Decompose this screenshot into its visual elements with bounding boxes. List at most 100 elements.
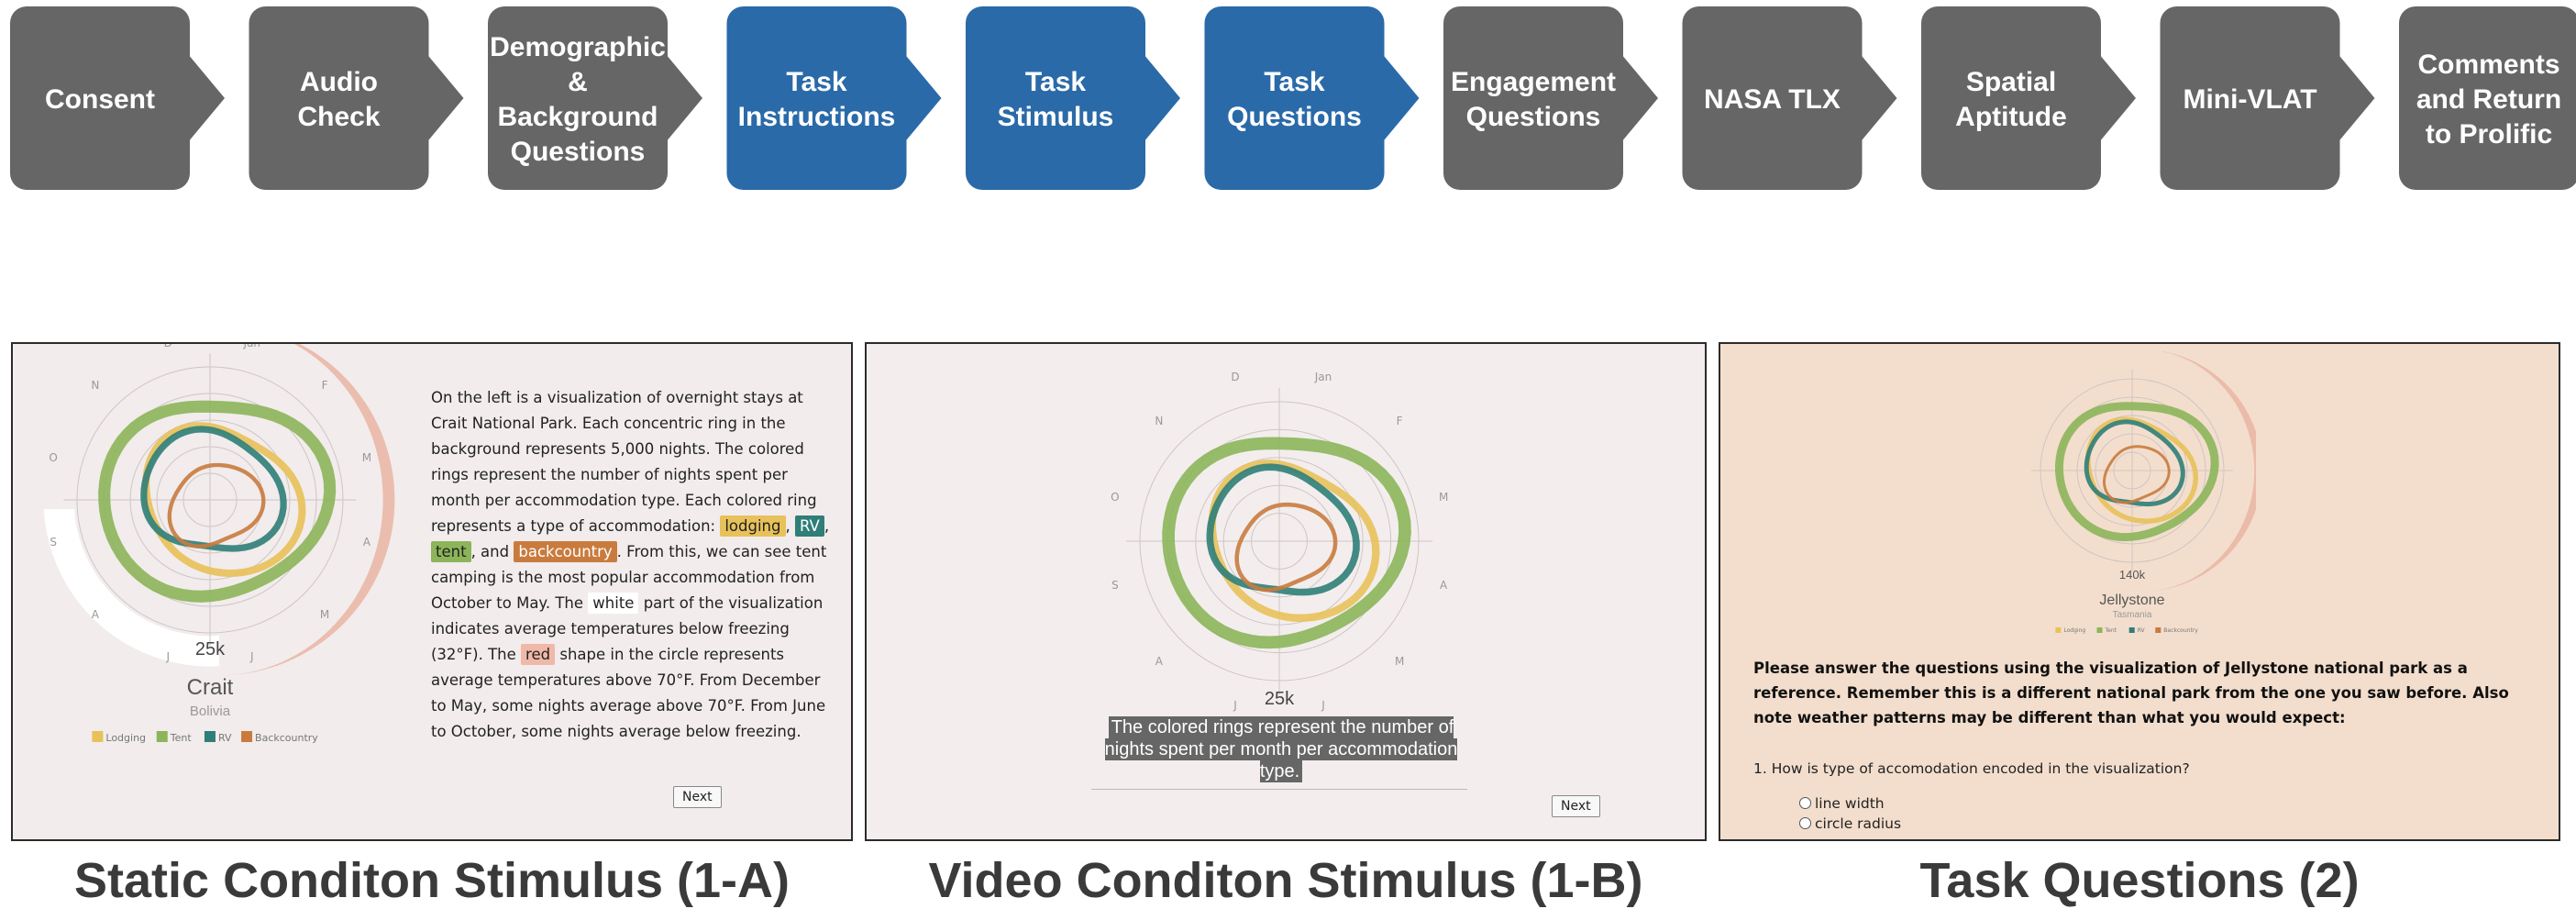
flow-step-box <box>1682 6 1863 190</box>
warm-temperature-shape <box>2141 351 2256 592</box>
instruction-text: On the left is a visualization of overni… <box>431 389 830 740</box>
next-button[interactable]: Next <box>673 786 722 808</box>
legend-label: Lodging <box>2063 627 2085 634</box>
flow-arrow-icon <box>188 54 225 142</box>
park-location: Bolivia <box>190 704 231 719</box>
flow-step-label: Engagement <box>1451 67 1616 97</box>
question-1: 1. How is type of accomodation encoded i… <box>1753 760 2190 777</box>
flow-step-box <box>249 6 429 190</box>
flow-arrow-icon <box>2099 54 2136 142</box>
flow-step: Consent <box>10 6 225 190</box>
backcountry-ring <box>2103 445 2171 504</box>
flow-step-box <box>2399 6 2576 190</box>
rv-ring <box>2084 419 2185 507</box>
flow-step-label: Questions <box>1466 102 1601 132</box>
month-label: D <box>164 344 172 349</box>
question-intro: Please answer the questions using the vi… <box>1753 660 2509 726</box>
month-label: M <box>1395 655 1404 668</box>
radio-icon[interactable] <box>1799 817 1811 829</box>
month-label: N <box>1155 415 1163 427</box>
legend-label: Lodging <box>105 732 146 744</box>
flow-step-label: NASA TLX <box>1704 84 1841 115</box>
backcountry-ring <box>167 462 266 549</box>
legend-swatch <box>2096 627 2103 633</box>
video-progress-line <box>1091 789 1467 790</box>
flow-step: Comments and Return to Prolific <box>2399 6 2576 190</box>
flow-step-box <box>488 6 668 190</box>
option-circle-radius[interactable]: circle radius <box>1799 815 1901 832</box>
next-button[interactable]: Next <box>1552 795 1600 817</box>
ring-value-label: 25k <box>195 639 226 660</box>
flow-step-label: Demographic <box>490 32 666 62</box>
flow-step-label: to Prolific <box>2426 119 2552 150</box>
month-label: O <box>1111 491 1119 504</box>
flow-step-label: Comments <box>2417 50 2559 80</box>
highlight-rv: RV <box>795 515 824 537</box>
month-label: A <box>1155 655 1164 668</box>
backcountry-ring <box>1234 502 1338 593</box>
radial-chart-crait: DJanFMAMJJASON25kCraitBoliviaLodgingTent… <box>43 344 395 744</box>
ring-value-label: 25k <box>1265 689 1295 709</box>
legend-label: RV <box>218 732 232 744</box>
flow-step-label: Task <box>1264 67 1324 97</box>
freezing-temperature-shape <box>43 509 219 667</box>
flow-step-box <box>726 6 907 190</box>
legend-label: Backcountry <box>255 732 318 744</box>
flow-step-label: and Return <box>2416 84 2561 115</box>
tent-ring <box>1162 437 1411 649</box>
flow-arrow-icon <box>426 54 464 142</box>
rv-ring <box>140 426 287 552</box>
flow-step-box <box>966 6 1145 190</box>
flow-step-label: Task <box>786 67 846 97</box>
flow-arrow-icon <box>1144 54 1180 142</box>
flow-step-label: Task <box>1025 67 1086 97</box>
radio-icon[interactable] <box>1799 797 1811 809</box>
flow-step-label: Instructions <box>738 102 896 132</box>
flow-step-label: Spatial <box>1966 67 2056 97</box>
flow-step-box <box>1443 6 1623 190</box>
month-label: N <box>91 379 99 392</box>
flow-arrow-icon <box>666 54 702 142</box>
flow-step-label: Questions <box>1227 102 1362 132</box>
month-label: F <box>322 379 328 392</box>
option-label: line width <box>1815 795 1885 812</box>
flow-step-label: Check <box>297 102 380 132</box>
month-label: M <box>1439 491 1448 504</box>
month-label: D <box>1231 371 1239 383</box>
highlight-lodging: lodging <box>720 515 786 537</box>
legend-swatch <box>92 731 104 742</box>
option-line-width[interactable]: line width <box>1799 795 1885 812</box>
park-name: Jellystone <box>2099 593 2164 608</box>
highlight-red: red <box>521 644 556 665</box>
caption-video: Video Conditon Stimulus (1-B) <box>928 853 1643 908</box>
month-label: F <box>1397 415 1403 427</box>
static-stimulus-panel: DJanFMAMJJASON25kCraitBoliviaLodgingTent… <box>11 342 853 841</box>
radial-chart <box>2031 351 2256 592</box>
month-label: S <box>1111 579 1119 592</box>
flow-step-label: Mini-VLAT <box>2183 84 2316 115</box>
flow-step-label: Consent <box>45 84 155 115</box>
month-label: A <box>363 536 371 549</box>
flow-arrow-icon <box>1382 54 1420 142</box>
flow-step-label: Aptitude <box>1955 102 2067 132</box>
month-label: S <box>50 536 57 549</box>
legend-label: Backcountry <box>2163 627 2198 634</box>
highlight-white: white <box>588 593 639 614</box>
instruction-text-1: On the left is a visualization of overni… <box>431 389 817 535</box>
caption-questions: Task Questions (2) <box>1919 853 2360 908</box>
tent-ring <box>2055 402 2219 542</box>
flow-step: Mini-VLAT <box>2160 6 2375 190</box>
month-label: M <box>362 451 371 464</box>
month-label: Jan <box>243 344 261 349</box>
legend-label: RV <box>2138 627 2146 634</box>
process-flow: Consent AudioCheckDemographic&BackgroundQ… <box>10 6 2576 190</box>
